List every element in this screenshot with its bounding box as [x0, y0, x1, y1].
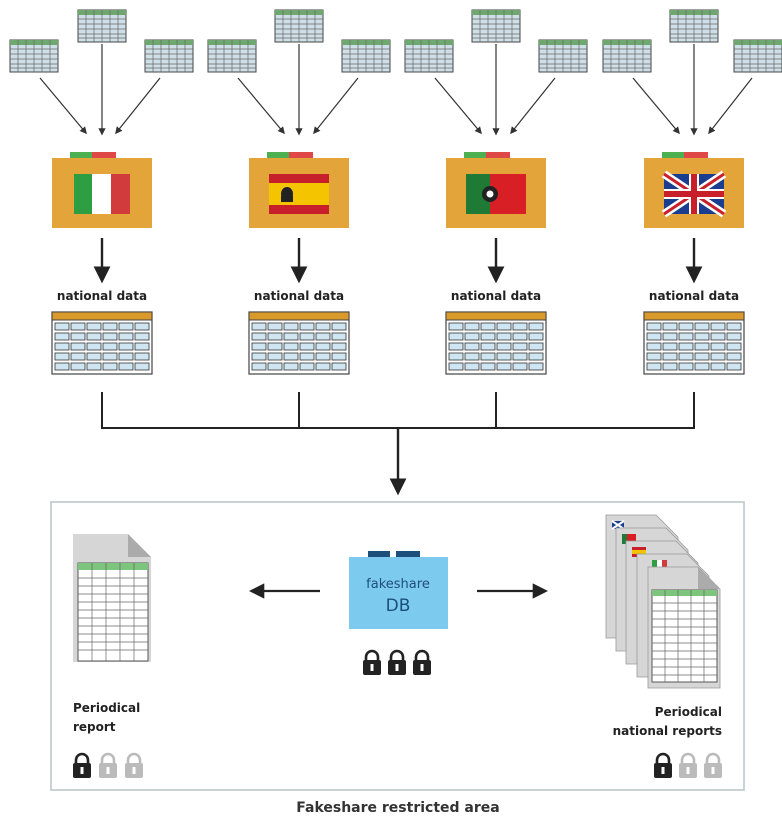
national-data-label: national data [649, 289, 739, 303]
merge-connector [101, 392, 695, 496]
db-label-line1: fakeshare [366, 577, 430, 592]
national-data-label: national data [451, 289, 541, 303]
source-spreadsheet-icon [733, 39, 782, 73]
country-column-uk: national data [602, 9, 782, 375]
periodical-report-group: Periodical report [71, 534, 151, 780]
italy-folder-icon [52, 152, 152, 228]
db-label-line2: DB [386, 596, 411, 616]
national-reports-stack-icon [605, 514, 721, 689]
restricted-area-caption: Fakeshare restricted area [296, 800, 499, 816]
italy-flag [74, 174, 130, 214]
periodical-report-label-line1: Periodical [73, 701, 140, 715]
country-column-portugal: national data [404, 9, 588, 375]
national-reports-label-line1: Periodical [655, 705, 722, 719]
source-spreadsheet-icon [207, 39, 257, 73]
national-reports-label-line2: national reports [613, 724, 722, 738]
portugal-flag [466, 174, 526, 214]
source-spreadsheet-icon [77, 9, 127, 43]
source-spreadsheet-icon [471, 9, 521, 43]
periodical-report-document-icon [73, 534, 151, 662]
country-column-spain: national data [207, 9, 391, 375]
national-data-label: national data [254, 289, 344, 303]
national-data-table [445, 311, 547, 375]
source-spreadsheet-icon [669, 9, 719, 43]
source-spreadsheet-icon [341, 39, 391, 73]
source-spreadsheet-icon [274, 9, 324, 43]
uk-folder-icon [644, 152, 744, 228]
fakeshare-db-folder-icon: fakeshare DB [349, 551, 448, 629]
periodical-report-label-line2: report [73, 720, 116, 734]
portugal-folder-icon [446, 152, 546, 228]
uk-flag [661, 170, 727, 218]
spain-flag [269, 174, 329, 214]
source-spreadsheet-icon [538, 39, 588, 73]
national-data-label: national data [57, 289, 147, 303]
national-data-table [643, 311, 745, 375]
national-data-table [248, 311, 350, 375]
source-spreadsheet-icon [404, 39, 454, 73]
source-spreadsheet-icon [144, 39, 194, 73]
spain-folder-icon [249, 152, 349, 228]
country-column-italy: national data [9, 9, 194, 375]
source-spreadsheet-icon [9, 39, 59, 73]
source-spreadsheet-icon [602, 39, 652, 73]
national-data-table [51, 311, 153, 375]
